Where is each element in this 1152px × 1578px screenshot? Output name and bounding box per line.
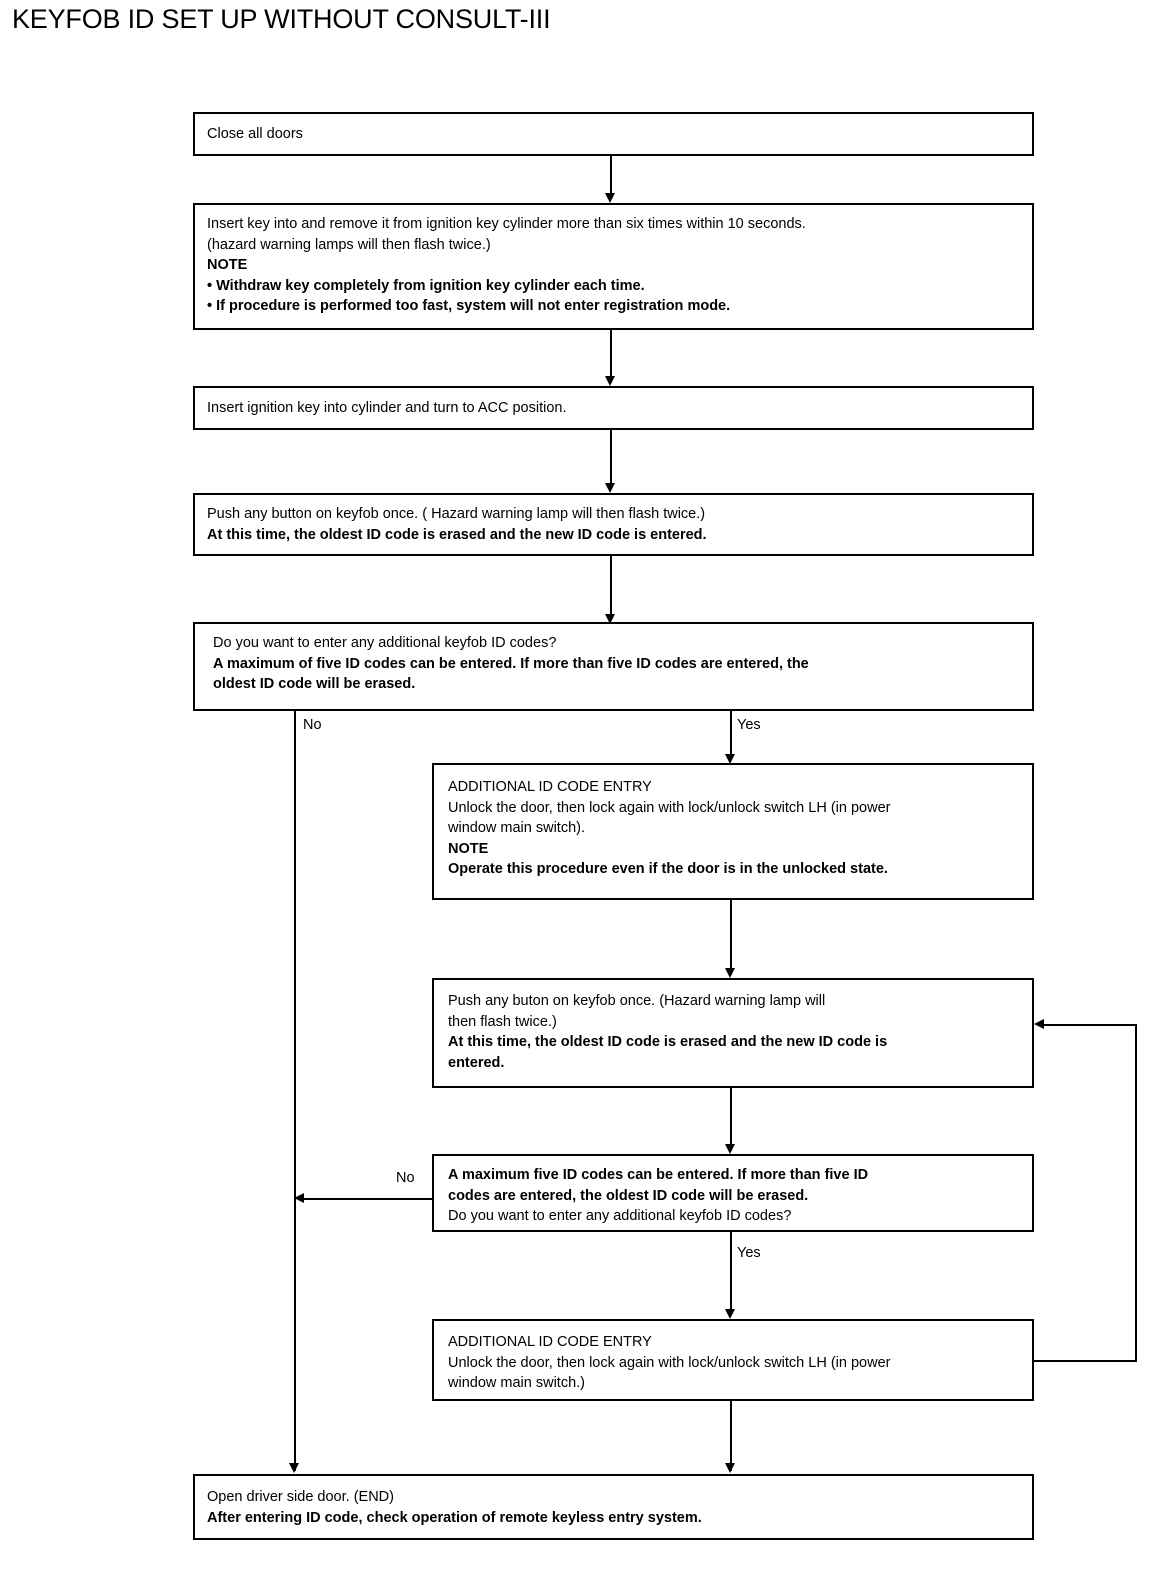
arrowhead-left — [1034, 1019, 1044, 1029]
node-line: Do you want to enter any additional keyf… — [213, 635, 557, 651]
page-title: KEYFOB ID SET UP WITHOUT CONSULT-III — [12, 4, 551, 34]
connector-entry-2-to-end — [730, 1401, 732, 1471]
node-line: Operate this procedure even if the door … — [448, 861, 888, 878]
connector-insert-key-to-acc — [610, 330, 612, 377]
node-line: then flash twice.) — [448, 1013, 557, 1030]
node-line: A maximum of five ID codes can be entere… — [213, 655, 809, 672]
flow-node-decision-additional-codes-1: Do you want to enter any additional keyf… — [193, 622, 1034, 711]
node-line: oldest ID code will be erased. — [213, 676, 416, 693]
node-line: window main switch.) — [448, 1375, 585, 1392]
connector-loopback-top — [1040, 1024, 1137, 1026]
arrowhead-left — [294, 1193, 304, 1203]
node-line-bullet: • Withdraw key completely from ignition … — [207, 277, 645, 294]
arrowhead-down — [725, 1463, 735, 1473]
node-line: Close all doors — [207, 126, 303, 142]
flow-node-turn-to-acc: Insert ignition key into cylinder and tu… — [193, 386, 1034, 430]
arrowhead-down — [289, 1463, 299, 1473]
edge-label-no-2: No — [396, 1170, 415, 1186]
flow-node-decision-additional-codes-2: A maximum five ID codes can be entered. … — [432, 1154, 1034, 1232]
node-line: At this time, the oldest ID code is eras… — [448, 1034, 888, 1051]
connector-push-button-2-to-decision-2 — [730, 1088, 732, 1145]
node-line-bullet: • If procedure is performed too fast, sy… — [207, 298, 731, 315]
arrowhead-down — [725, 1144, 735, 1154]
node-line: Unlock the door, then lock again with lo… — [448, 1354, 891, 1371]
connector-no-branch-2 — [300, 1198, 432, 1200]
node-line-note-heading: NOTE — [448, 840, 489, 857]
connector-acc-to-push-button — [610, 430, 612, 484]
connector-push-button-to-decision-1 — [610, 556, 612, 615]
arrowhead-down — [725, 968, 735, 978]
connector-close-doors-to-insert-key — [610, 156, 612, 194]
arrowhead-down — [605, 376, 615, 386]
flow-node-push-button-second: Push any buton on keyfob once. (Hazard w… — [432, 978, 1034, 1088]
node-line: entered. — [448, 1054, 505, 1071]
connector-yes-branch-1 — [730, 711, 732, 758]
flow-node-insert-remove-key: Insert key into and remove it from ignit… — [193, 203, 1034, 330]
node-line: (hazard warning lamps will then flash tw… — [207, 236, 491, 253]
edge-label-yes-1: Yes — [737, 717, 761, 733]
edge-label-yes-2: Yes — [737, 1245, 761, 1261]
node-line: window main switch). — [448, 820, 585, 837]
flow-node-push-button-first: Push any button on keyfob once. ( Hazard… — [193, 493, 1034, 556]
node-line: Open driver side door. (END) — [207, 1489, 394, 1505]
flow-node-additional-id-code-entry-1: ADDITIONAL ID CODE ENTRY Unlock the door… — [432, 763, 1034, 900]
node-line: Push any button on keyfob once. ( Hazard… — [207, 506, 706, 522]
connector-entry-1-to-push-button-2 — [730, 900, 732, 969]
flow-node-additional-id-code-entry-2: ADDITIONAL ID CODE ENTRY Unlock the door… — [432, 1319, 1034, 1401]
flow-node-end-open-driver-door: Open driver side door. (END) After enter… — [193, 1474, 1034, 1540]
arrowhead-down — [605, 193, 615, 203]
flow-node-close-all-doors: Close all doors — [193, 112, 1034, 156]
node-line-heading: ADDITIONAL ID CODE ENTRY — [448, 779, 652, 795]
arrowhead-down — [605, 483, 615, 493]
node-line: At this time, the oldest ID code is eras… — [207, 526, 707, 543]
arrowhead-down — [725, 754, 735, 764]
node-line: codes are entered, the oldest ID code wi… — [448, 1187, 809, 1204]
node-line: After entering ID code, check operation … — [207, 1509, 702, 1526]
connector-no-branch-1 — [294, 711, 296, 1471]
node-line: Push any buton on keyfob once. (Hazard w… — [448, 993, 826, 1009]
arrowhead-down — [605, 614, 615, 624]
node-line-note-heading: NOTE — [207, 257, 248, 274]
node-line: Do you want to enter any additional keyf… — [448, 1208, 792, 1225]
node-line: Unlock the door, then lock again with lo… — [448, 799, 891, 816]
node-line: Insert key into and remove it from ignit… — [207, 216, 806, 232]
node-line: Insert ignition key into cylinder and tu… — [207, 400, 567, 416]
edge-label-no-1: No — [303, 717, 322, 733]
node-line-heading: ADDITIONAL ID CODE ENTRY — [448, 1334, 652, 1350]
connector-loopback-bottom — [1034, 1360, 1137, 1362]
node-line: A maximum five ID codes can be entered. … — [448, 1167, 869, 1183]
arrowhead-down — [725, 1309, 735, 1319]
connector-loopback-right — [1135, 1024, 1137, 1362]
connector-yes-branch-2 — [730, 1232, 732, 1310]
